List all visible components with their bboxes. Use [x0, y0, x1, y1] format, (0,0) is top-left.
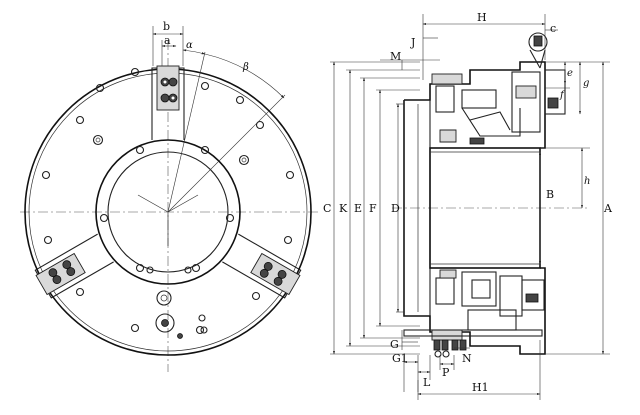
mounting-holes	[41, 67, 295, 339]
dim-g: g	[578, 61, 589, 115]
label-E: E	[354, 202, 362, 215]
label-P: P	[442, 366, 450, 379]
side-body-outline	[403, 61, 546, 355]
dim-f: f	[545, 87, 570, 101]
dim-A: A	[545, 61, 613, 355]
label-J: J	[410, 36, 415, 49]
dim-h: h	[540, 147, 590, 209]
label-A: A	[603, 202, 613, 215]
dim-c: c	[545, 22, 558, 35]
label-D: D	[391, 202, 400, 215]
label-g: g	[583, 78, 589, 89]
top-jaw	[151, 65, 185, 140]
label-alpha: α	[186, 40, 193, 51]
dim-angles: α β	[167, 40, 286, 213]
upper-mechanism	[431, 32, 566, 145]
dim-H1: H1	[417, 340, 541, 400]
jaw-axis-left	[137, 194, 169, 213]
dim-P: P	[439, 355, 455, 379]
dim-e: e	[563, 61, 573, 85]
dim-C: C	[323, 61, 420, 355]
label-C: C	[323, 202, 331, 215]
bottom-rod	[403, 329, 543, 358]
label-F: F	[369, 202, 377, 215]
label-beta: β	[242, 62, 249, 73]
label-c: c	[550, 22, 556, 35]
label-N: N	[462, 352, 472, 365]
side-view: H J M c e f g	[323, 11, 613, 400]
dim-H: H	[422, 11, 546, 80]
dim-L: L	[417, 355, 431, 389]
label-B: B	[546, 188, 554, 201]
dim-G1: G1	[392, 352, 419, 392]
front-view: b a α β	[20, 20, 318, 372]
label-f: f	[559, 90, 566, 101]
dim-B: B	[538, 151, 554, 265]
label-G: G	[390, 338, 399, 351]
label-G1: G1	[392, 352, 408, 365]
label-L: L	[423, 376, 431, 389]
lower-right-jaw	[222, 233, 302, 299]
label-M: M	[390, 50, 401, 63]
dim-b-a: b a	[152, 20, 184, 66]
dim-F: F	[369, 89, 420, 327]
label-H1: H1	[472, 381, 489, 394]
dim-G: G	[390, 330, 418, 351]
dim-E: E	[354, 77, 420, 339]
dim-D: D	[391, 103, 404, 313]
jaw-axis-right	[167, 194, 199, 213]
chuck-bore-outer	[95, 139, 241, 285]
label-b: b	[163, 20, 170, 33]
dim-K: K	[339, 69, 420, 347]
dim-M: M	[380, 50, 440, 70]
label-K: K	[339, 202, 348, 215]
dim-J: J	[410, 36, 438, 49]
label-H: H	[477, 11, 487, 24]
dim-N: N	[454, 347, 472, 365]
label-h: h	[584, 176, 590, 187]
label-a: a	[164, 34, 171, 47]
lower-left-jaw	[34, 233, 114, 299]
label-e: e	[567, 68, 573, 79]
chuck-bore-inner	[107, 151, 229, 273]
